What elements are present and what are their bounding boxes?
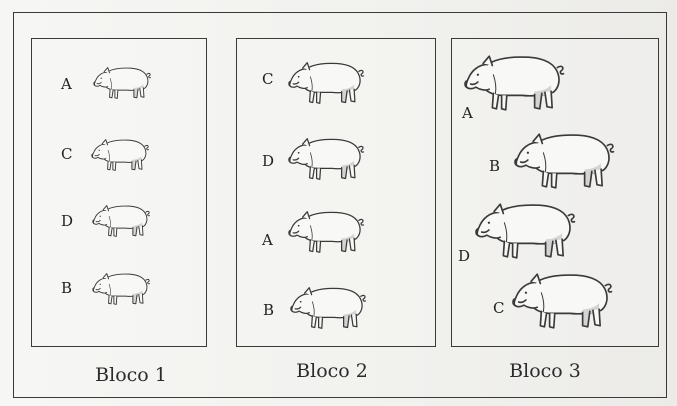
block-2-caption: Bloco 2 <box>252 360 412 382</box>
pig-icon <box>91 202 151 240</box>
pig-icon <box>509 128 619 194</box>
pig-icon <box>470 198 580 264</box>
block-2-pig-2-label: D <box>262 152 274 170</box>
pig-icon <box>90 136 150 174</box>
block-2-pig-4-label: B <box>263 301 274 319</box>
block-3-pig-2-label: B <box>489 157 500 175</box>
block-1-pig-4-label: B <box>61 279 72 297</box>
pig-icon <box>92 64 152 102</box>
block-3-caption: Bloco 3 <box>465 360 625 382</box>
block-2-pig-1-label: C <box>262 70 273 88</box>
pig-icon <box>283 207 369 257</box>
pig-icon <box>507 268 617 334</box>
block-1-caption: Bloco 1 <box>51 364 211 386</box>
block-1-pig-1-label: A <box>61 75 72 93</box>
pig-icon <box>91 270 151 308</box>
pig-icon <box>283 134 369 184</box>
block-1-pig-2-label: C <box>61 145 72 163</box>
pig-icon <box>459 50 569 116</box>
pig-icon <box>285 283 371 333</box>
pig-icon <box>283 58 369 108</box>
block-3-pig-3-label: D <box>458 247 470 265</box>
block-1-pig-3-label: D <box>61 212 73 230</box>
block-3-pig-4-label: C <box>493 299 504 317</box>
block-2-pig-3-label: A <box>262 231 273 249</box>
